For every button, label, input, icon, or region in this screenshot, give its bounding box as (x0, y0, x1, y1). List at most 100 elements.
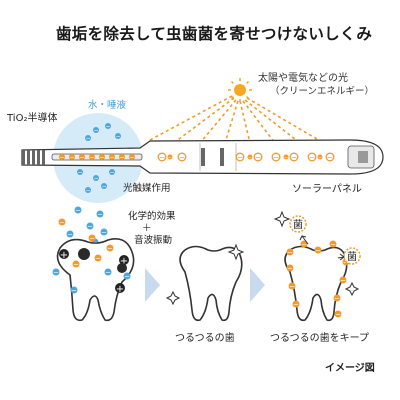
particle-symbol: − (318, 155, 322, 161)
electron-particle: − (307, 152, 317, 162)
photocatalyst-label: 光触媒作用 (123, 183, 171, 194)
electron-particle: − (88, 234, 96, 243)
particle-symbol: − (284, 155, 288, 161)
chemical-effect-label: 化学的効果 (128, 211, 176, 222)
particle-symbol: − (168, 155, 172, 161)
water-particles: −−−−−−−−−−−−−−−−− (59, 123, 135, 194)
particle-symbol: − (159, 153, 165, 162)
electron-particle: − (292, 300, 300, 309)
water-particle: − (100, 228, 108, 237)
particle-symbol: − (335, 311, 341, 319)
particle-symbol: − (109, 154, 114, 161)
repel-arrows (299, 235, 345, 261)
particle-symbol: − (93, 175, 98, 182)
particle-symbol: − (59, 154, 64, 161)
water-particle: − (105, 123, 111, 130)
electron-particle: − (59, 154, 65, 161)
particle-symbol: − (105, 269, 111, 277)
particle-symbol: − (105, 123, 110, 130)
hole-particle: + (119, 255, 129, 267)
electron-particle: − (288, 282, 296, 291)
bacteria-icon: 菌 (289, 215, 307, 233)
particle-symbol: − (287, 265, 293, 273)
particle-symbol: − (107, 245, 113, 253)
particle-symbol: − (93, 127, 98, 134)
particle-symbol: − (340, 277, 346, 285)
water-particle: − (74, 206, 82, 215)
particle-symbol: − (248, 155, 252, 161)
electron-particle: − (325, 152, 335, 162)
arrow-right-1 (145, 268, 160, 302)
particle-symbol: − (343, 259, 349, 267)
particle-symbol: − (75, 207, 81, 215)
particle-symbol: − (289, 283, 295, 291)
electron-particle: − (286, 248, 294, 257)
water-particle: − (115, 133, 121, 140)
particle-symbol: + (116, 284, 124, 295)
bacteria-char: 菌 (347, 251, 357, 263)
brush-bristles (22, 150, 45, 165)
particle-symbol: − (73, 261, 79, 269)
particle-symbol: − (95, 255, 101, 263)
particle-symbol: − (67, 231, 73, 239)
electron-particle: − (94, 254, 102, 263)
plaque-spot (78, 248, 90, 260)
electron-particle: − (286, 264, 294, 273)
particle-symbol: − (327, 153, 333, 162)
particle-symbol: − (334, 295, 340, 303)
particle-symbol: − (330, 241, 336, 249)
particle-symbol: − (71, 287, 77, 295)
page-title: 歯垢を除去して虫歯菌を寄せつけないしくみ (56, 25, 373, 43)
electron-particle: − (333, 294, 341, 303)
particle-symbol: − (89, 235, 95, 243)
protected-tooth (284, 245, 348, 322)
electron-particle: − (69, 154, 75, 161)
particle-symbol: − (315, 247, 321, 255)
electron-particle: − (72, 260, 80, 269)
smooth-tooth (179, 245, 243, 322)
plaque-tooth (56, 238, 135, 322)
particle-symbol: − (124, 273, 130, 281)
electron-particle: − (300, 240, 308, 249)
water-particle: − (66, 230, 74, 239)
water-particle: − (93, 127, 99, 134)
electron-particle: − (99, 154, 105, 161)
particle-symbol: − (237, 153, 243, 162)
water-particle: − (85, 135, 91, 142)
particle-symbol: − (97, 211, 103, 219)
water-particle: − (101, 183, 107, 190)
clean-energy-label: （クリーンエネルギー） (270, 86, 375, 97)
particle-symbol: − (89, 154, 94, 161)
particle-symbol: − (301, 241, 307, 249)
bacteria-char: 菌 (293, 219, 303, 231)
water-particle: − (109, 169, 115, 176)
sun-icon (228, 78, 252, 102)
particle-symbol: − (69, 154, 74, 161)
tio2-semiconductor-label: TiO₂半導体 (7, 113, 58, 124)
plaque-spot (117, 263, 127, 273)
water-particle: − (52, 268, 60, 277)
electron-particle: − (129, 154, 135, 161)
hole-particle: + (59, 249, 69, 261)
electron-particle: − (314, 246, 322, 255)
electron-particle: − (109, 154, 115, 161)
particle-symbol: − (85, 135, 90, 142)
plaque-particles: +−−++−−−−− (52, 244, 131, 295)
particle-symbol: − (87, 223, 93, 231)
sparkle-icon (165, 243, 245, 306)
bacteria-icon: 菌 (343, 247, 361, 265)
particle-symbol: − (59, 219, 65, 227)
water-particle: − (123, 272, 131, 281)
keep-smooth-label: つるつるの歯をキープ (270, 333, 369, 344)
particle-symbol: − (109, 169, 114, 176)
particle-symbol: − (101, 229, 107, 237)
hole-particle: + (115, 283, 125, 295)
light-source-label: 太陽や電気などの光 (258, 73, 348, 84)
particle-symbol: − (287, 249, 293, 257)
water-particle: − (86, 222, 94, 231)
particle-symbol: − (273, 153, 279, 162)
particle-symbol: − (115, 133, 120, 140)
image-note-label: イメージ図 (325, 363, 375, 374)
electron-particle: − (177, 152, 187, 162)
